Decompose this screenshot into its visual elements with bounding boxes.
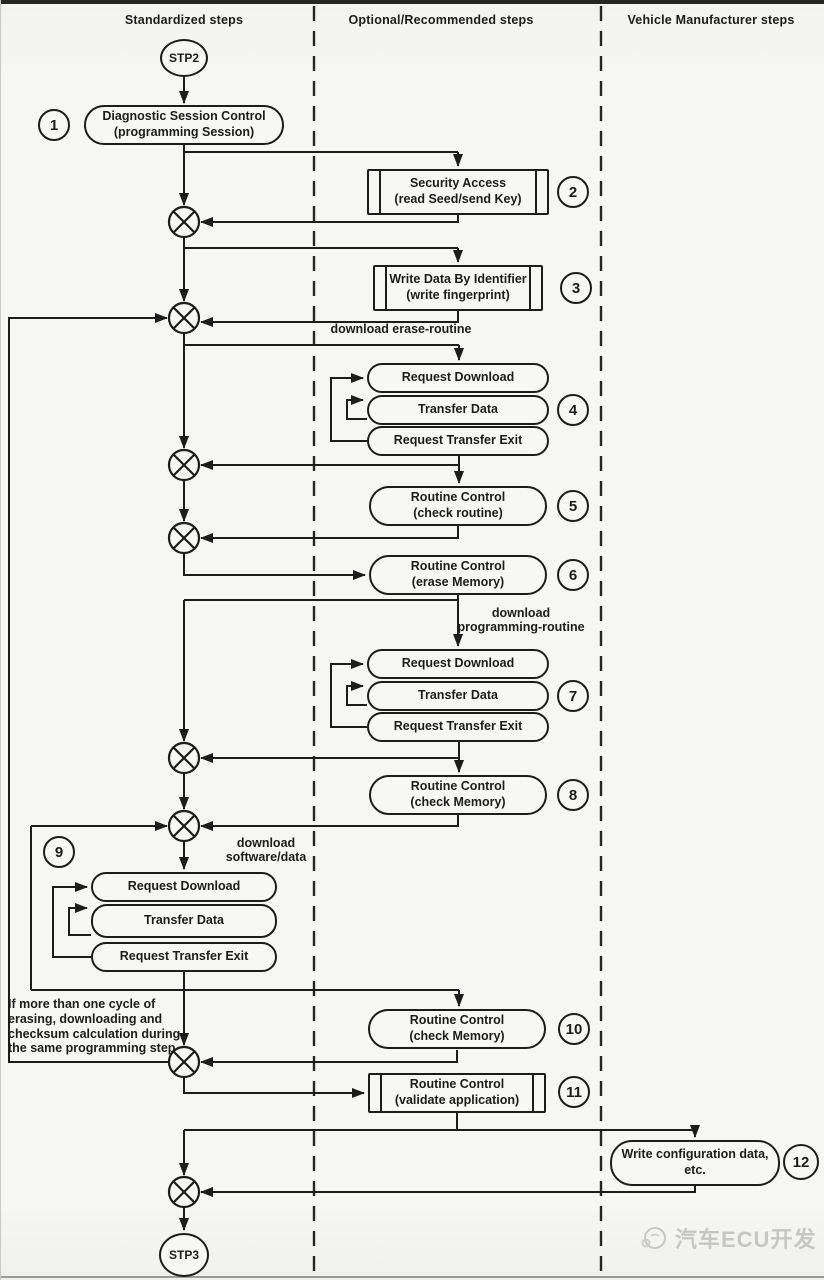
xor-junctions [167, 205, 201, 1209]
node-text: (check Memory) [409, 1029, 505, 1043]
label-download-programming-routine: download programming-routine [441, 606, 601, 635]
node-request-transfer-exit-2: Request Transfer Exit [367, 712, 549, 742]
step-badge-10: 10 [558, 1013, 590, 1045]
node-routine-control-check-routine: Routine Control (check routine) [369, 486, 547, 526]
step-badge-7: 7 [557, 680, 589, 712]
node-request-download-1: Request Download [367, 363, 549, 393]
node-text: Write Data By Identifier [389, 272, 527, 287]
xor-junction-6 [167, 809, 201, 843]
step-badge-4: 4 [557, 394, 589, 426]
step-badge-1: 1 [38, 109, 70, 141]
xor-junction-1 [167, 205, 201, 239]
node-write-configuration-data: Write configuration data, etc. [610, 1140, 780, 1186]
watermark-text: 汽车ECU开发 [675, 1227, 817, 1252]
node-text: Request Transfer Exit [393, 433, 523, 448]
note-line: checksum calculation during [8, 1026, 181, 1041]
node-text: Request Download [401, 370, 515, 385]
node-text: Routine Control [410, 490, 506, 505]
column-header-manufacturer: Vehicle Manufacturer steps [627, 13, 795, 27]
node-write-data-by-identifier: Write Data By Identifier (write fingerpr… [373, 265, 543, 311]
node-text: Transfer Data [418, 688, 498, 703]
node-text: Routine Control [410, 779, 506, 794]
loop-note: If more than one cycle of erasing, downl… [8, 997, 240, 1056]
node-text: Diagnostic Session Control [102, 109, 266, 124]
node-text: (read Seed/send Key) [394, 192, 522, 206]
node-text: Routine Control [409, 1077, 505, 1092]
node-diagnostic-session-control: Diagnostic Session Control (programming … [84, 105, 284, 145]
step-badge-2: 2 [557, 176, 589, 208]
bottom-border [1, 1276, 824, 1278]
node-text: Transfer Data [418, 402, 498, 417]
node-text: (write fingerprint) [406, 288, 510, 302]
step-badge-3: 3 [560, 272, 592, 304]
node-transfer-data-2: Transfer Data [367, 681, 549, 711]
node-security-access: Security Access (read Seed/send Key) [367, 169, 549, 215]
node-request-transfer-exit-3: Request Transfer Exit [91, 942, 277, 972]
node-text: Request Transfer Exit [119, 949, 249, 964]
node-text: Routine Control [410, 559, 506, 574]
node-text: Write configuration data, [621, 1147, 769, 1162]
node-text: (programming Session) [113, 125, 255, 139]
xor-junction-5 [167, 741, 201, 775]
column-header-optional: Optional/Recommended steps [348, 13, 534, 27]
label-line: download [491, 606, 551, 620]
node-text: Security Access [409, 176, 507, 191]
note-line: erasing, downloading and [8, 1011, 163, 1026]
xor-junction-2 [167, 301, 201, 335]
label-line: download [236, 836, 296, 850]
node-text: Request Download [127, 879, 241, 894]
step-badge-8: 8 [557, 779, 589, 811]
node-text: (check Memory) [410, 795, 506, 809]
node-text: (validate application) [394, 1093, 520, 1107]
node-request-download-2: Request Download [367, 649, 549, 679]
top-border [1, 0, 824, 4]
label-line: software/data [225, 850, 307, 865]
xor-junction-4 [167, 521, 201, 555]
note-line: the same programming step [8, 1041, 176, 1056]
step-badge-5: 5 [557, 490, 589, 522]
watermark-logo-icon [641, 1227, 666, 1249]
node-transfer-data-1: Transfer Data [367, 395, 549, 425]
column-divider-lines [312, 6, 603, 1280]
step-badge-11: 11 [558, 1076, 590, 1108]
step-badge-6: 6 [557, 559, 589, 591]
step-badge-12: 12 [783, 1144, 819, 1180]
node-routine-control-check-memory-2: Routine Control (check Memory) [368, 1009, 546, 1049]
node-text: Request Transfer Exit [393, 719, 523, 734]
node-routine-control-validate-application: Routine Control (validate application) [368, 1073, 546, 1113]
label-line: programming-routine [457, 620, 585, 635]
node-request-download-3: Request Download [91, 872, 277, 902]
label-download-software-data: download software/data [206, 836, 326, 865]
node-transfer-data-3: Transfer Data [91, 904, 277, 938]
node-text: Request Download [401, 656, 515, 671]
node-text: Transfer Data [144, 913, 224, 928]
xor-junction-8 [167, 1175, 201, 1209]
flow-connectors [8, 77, 700, 1231]
xor-junction-3 [167, 448, 201, 482]
step-badge-9: 9 [43, 836, 75, 868]
node-routine-control-check-memory-1: Routine Control (check Memory) [369, 775, 547, 815]
node-text: (check routine) [413, 506, 503, 520]
column-header-standardized: Standardized steps [124, 13, 244, 27]
node-routine-control-erase-memory: Routine Control (erase Memory) [369, 555, 547, 595]
node-text: (erase Memory) [411, 575, 505, 589]
label-download-erase-routine: download erase-routine [330, 322, 472, 336]
terminal-stp2: STP2 [160, 39, 208, 77]
watermark: 汽车ECU开发 [639, 1222, 816, 1254]
terminal-stp3: STP3 [159, 1233, 209, 1277]
node-text: Routine Control [409, 1013, 505, 1028]
note-line: If more than one cycle of [8, 997, 156, 1011]
node-text: etc. [684, 1163, 706, 1177]
node-request-transfer-exit-1: Request Transfer Exit [367, 426, 549, 456]
